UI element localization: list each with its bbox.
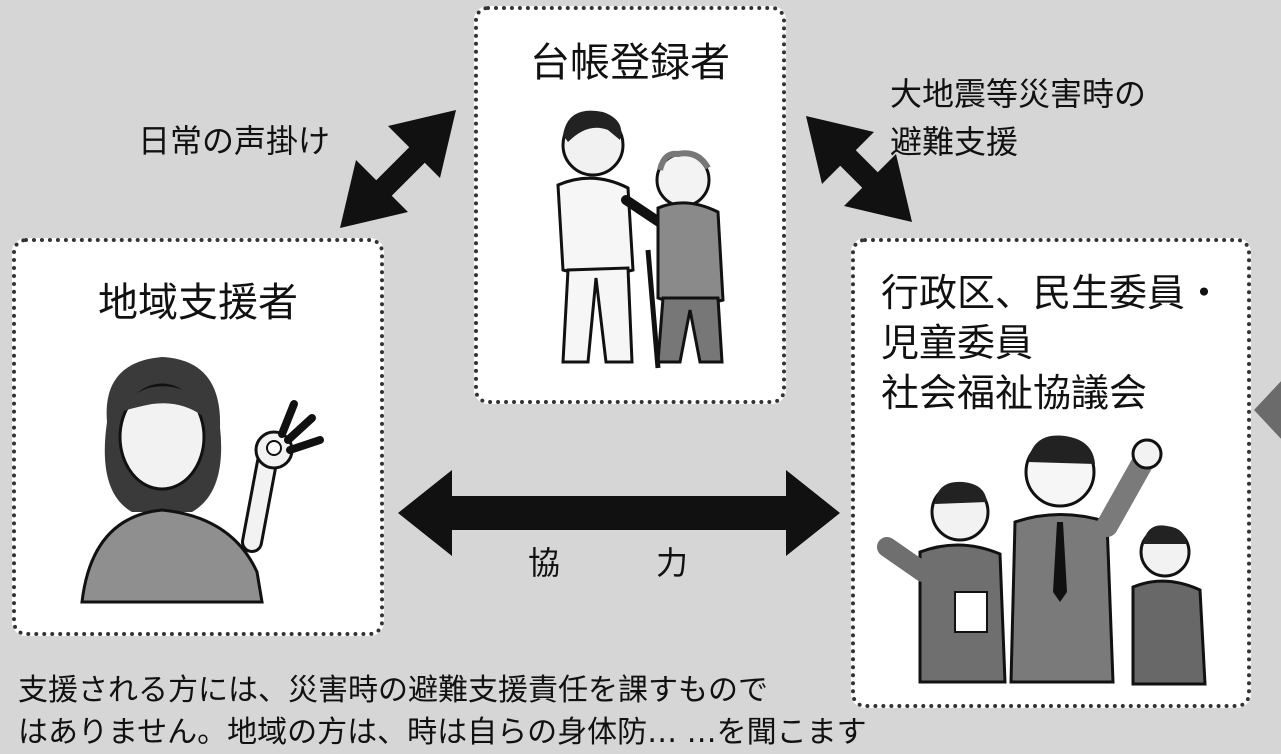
registrant-box: 台帳登録者: [474, 6, 786, 404]
local-supporter-box: 地域支援者: [12, 238, 384, 636]
agency-lines: 行政区、民生委員・ 児童委員 社会福祉協議会: [881, 268, 1223, 418]
next-slide-arrow-icon[interactable]: [1254, 378, 1281, 442]
cooperation-label: 協 力: [528, 544, 689, 582]
disaster-support-label: 大地震等災害時の 避難支援: [890, 70, 1146, 166]
registrant-title: 台帳登録者: [530, 40, 730, 86]
footnote: 支援される方には、災害時の避難支援責任を課すもので はありません。地域の方は、時…: [18, 670, 867, 754]
disaster-support-line-1: 大地震等災害時の: [890, 75, 1147, 113]
footnote-line-1: 支援される方には、災害時の避難支援責任を課すもので: [18, 673, 768, 708]
daily-contact-arrow: [340, 110, 456, 228]
cheering-men-illustration: [877, 435, 1207, 686]
arrows-layer: [340, 110, 912, 556]
footnote-line-2: はありません。地域の方は、時は自らの身体防… …を聞こます: [18, 715, 867, 750]
agency-line-1: 行政区、民生委員・: [881, 271, 1224, 315]
agency-line-3: 社会福祉協議会: [881, 371, 1148, 415]
local-supporter-title: 地域支援者: [98, 280, 298, 326]
cooperation-arrow: [398, 470, 840, 556]
woman-ok-illustration: [80, 357, 324, 604]
agency-line-2: 児童委員: [881, 321, 1034, 365]
disaster-support-line-2: 避難支援: [890, 123, 1019, 161]
daily-contact-label: 日常の声掛け: [138, 122, 331, 160]
helper-elderly-illustration: [556, 110, 725, 369]
agency-box: 行政区、民生委員・ 児童委員 社会福祉協議会: [851, 238, 1251, 708]
disaster-evacuation-arrow: [806, 116, 912, 222]
